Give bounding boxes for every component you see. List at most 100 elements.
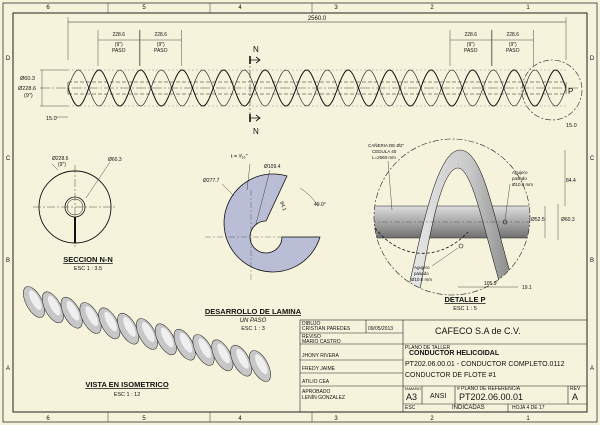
tb-plano-label: PLANO DE TALLER <box>405 345 451 351</box>
pitch-paren-1: (9") <box>157 42 165 48</box>
zone-letter-right-0: D <box>590 56 595 62</box>
detail-p-title: DETALLE P <box>444 295 485 304</box>
lamina-thickness: t = ³⁄₁₆" <box>231 154 248 160</box>
pitch-label-3: PASO <box>506 48 520 54</box>
pipe-note-3: L=2560 mm <box>372 155 396 160</box>
detail-p-label: P <box>568 87 573 96</box>
flat-pattern-view: t = ³⁄₁₆" Ø109.4 Ø277.7 84.1 49.0° DESAR… <box>203 154 326 332</box>
hole-bottom-3: Ø10.0 mm <box>411 277 432 282</box>
tb-person4: FREDY JAIME <box>302 366 335 372</box>
left-diam-large-paren: (9") <box>24 93 33 99</box>
flat-pattern-title: DESARROLLO DE LAMINA <box>205 307 302 316</box>
tb-norma: ANSI <box>430 393 447 400</box>
left-end-length: 15.0 <box>46 116 57 122</box>
pitch-value-0: 228.6 <box>112 32 125 38</box>
detail-diam-b: Ø60.3 <box>561 217 575 223</box>
section-n-bottom: N <box>253 127 259 136</box>
tb-person5: ATILIO CEA <box>302 379 330 385</box>
isometric-title: VISTA EN ISOMETRICO <box>85 380 169 389</box>
flat-pattern-shape <box>223 173 321 273</box>
hole-bottom-2: pasado <box>414 271 429 276</box>
lamina-angle: 49.0° <box>314 202 326 208</box>
pitch-label-2: PASO <box>464 48 478 54</box>
zone-number-top-0: 6 <box>46 5 50 11</box>
tb-person3: JHONY RIVERA <box>302 353 339 359</box>
tb-tamano-label: TAMAÑO <box>404 386 421 391</box>
detail-diam-a: Ø52.5 <box>531 217 545 223</box>
tb-dibujo-label: DIBUJO <box>302 321 321 327</box>
lamina-diam-outer: Ø277.7 <box>203 178 220 184</box>
tb-ref-label: # PLANO DE REFERENCIA <box>457 386 521 392</box>
detail-dim-84: 84.4 <box>566 178 576 184</box>
tb-rev: A <box>572 392 579 402</box>
tb-aprobado-name: LENÍN GONZALEZ <box>302 395 346 401</box>
pitch-paren-2: (9") <box>467 42 475 48</box>
zone-number-bottom-4: 2 <box>430 416 434 422</box>
tb-ref: PT202.06.00.01 <box>459 392 524 402</box>
pitch-label-1: PASO <box>154 48 168 54</box>
pitch-paren-3: (9") <box>509 42 517 48</box>
detail-p-view: CAÑERIA DE Ø2" CEDULA 40 L=2560 mm Aguje… <box>368 138 576 312</box>
zone-number-bottom-3: 3 <box>334 416 338 422</box>
section-nn-scale: ESC 1 : 3.5 <box>74 266 102 272</box>
hole-top-2: pasado <box>512 176 527 181</box>
tb-hoja: HOJA 4 DE 17 <box>512 405 545 411</box>
tb-title: CONDUCTOR HELICOIDAL <box>409 350 500 357</box>
pitch-dimensions: 228.6(9")PASO228.6(9")PASO228.6(9")PASO2… <box>97 30 534 66</box>
tb-reviso-label: REVISO <box>302 334 321 340</box>
section-n-top: N <box>253 45 259 54</box>
pipe-note-1: CAÑERIA DE Ø2" <box>368 142 405 148</box>
section-nn-title: SECCION N-N <box>63 255 113 264</box>
isometric-view: VISTA EN ISOMETRICO ESC 1 : 12 <box>23 286 271 398</box>
lamina-width: 84.1 <box>278 201 287 212</box>
zone-number-top-2: 4 <box>238 5 242 11</box>
tb-desc2: CONDUCTOR DE FLOTE #1 <box>405 372 497 379</box>
lamina-diam-inner: Ø109.4 <box>264 164 281 170</box>
pitch-value-2: 228.6 <box>464 32 477 38</box>
zone-letter-right-1: C <box>590 156 595 162</box>
left-diam-large: Ø228.6 <box>18 86 36 92</box>
zone-number-top-1: 5 <box>142 5 146 11</box>
left-diam-small: Ø60.3 <box>20 76 35 82</box>
helix-flight-back <box>67 69 567 107</box>
zone-number-bottom-1: 5 <box>142 416 146 422</box>
overall-length-dim: 2560.0 <box>308 16 327 22</box>
tb-reviso-name: MARIO CASTRO <box>302 339 341 345</box>
pitch-label-0: PASO <box>112 48 126 54</box>
zone-letter-left-0: D <box>6 56 11 62</box>
pitch-value-3: 228.6 <box>506 32 519 38</box>
tb-desc1: PT202.06.00.01 - CONDUCTOR COMPLETO.0112 <box>405 361 565 368</box>
tb-tamano: A3 <box>406 392 418 402</box>
zone-letter-right-2: B <box>590 258 594 264</box>
tb-dibujo-date: 09/05/2013 <box>368 326 394 332</box>
isometric-scale: ESC 1 : 12 <box>114 392 141 398</box>
hole-top-1: Agujero <box>512 170 528 175</box>
tb-dibujo-name: CRISTIAN PAREDES <box>302 326 351 332</box>
hole-top-3: Ø10.0 mm <box>512 182 533 187</box>
tb-esc-label: ESC <box>405 405 416 411</box>
tb-rev-label: REV <box>570 386 581 392</box>
sec-diam-large-paren: (9") <box>58 162 66 168</box>
hole-bottom-1: Agujero <box>414 265 430 270</box>
pipe-note-2: CEDULA 40 <box>372 149 397 154</box>
detail-p-scale: ESC 1 : 5 <box>453 306 477 312</box>
tb-company: CAFECO S.A de C.V. <box>435 326 521 336</box>
zone-letter-right-3: A <box>590 366 594 372</box>
right-end-length: 15.0 <box>566 123 577 129</box>
flat-pattern-scale: ESC 1 : 3 <box>241 326 265 332</box>
sec-diam-small: Ø60.3 <box>108 157 122 163</box>
tb-aprobado-label: APROBADO <box>302 389 331 395</box>
zone-letter-left-2: B <box>6 258 10 264</box>
tb-esc: INDICADAS <box>452 405 485 411</box>
zone-number-top-3: 3 <box>334 5 338 11</box>
zone-number-bottom-2: 4 <box>238 416 242 422</box>
zone-number-top-4: 2 <box>430 5 434 11</box>
sec-diam-large: Ø228.6 <box>52 156 69 162</box>
zone-letter-left-3: A <box>6 366 10 372</box>
pitch-paren-0: (9") <box>115 42 123 48</box>
zone-number-top-5: 1 <box>526 5 530 11</box>
detail-p-circle <box>521 59 583 121</box>
pitch-value-1: 228.6 <box>154 32 167 38</box>
